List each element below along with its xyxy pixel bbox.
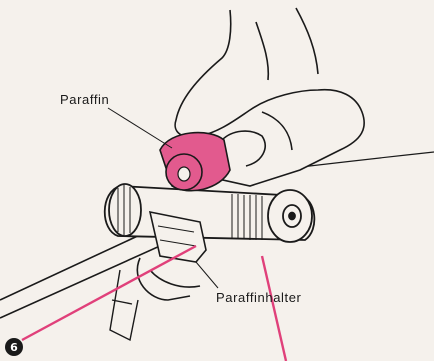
step-number: 6 <box>10 341 18 354</box>
paraffin-label: Paraffin <box>60 92 109 107</box>
paraffin-holder-label: Paraffinhalter <box>216 290 302 305</box>
paraffin-block <box>160 133 230 191</box>
step-marker: 6 <box>5 338 23 356</box>
reel-body <box>105 184 315 242</box>
